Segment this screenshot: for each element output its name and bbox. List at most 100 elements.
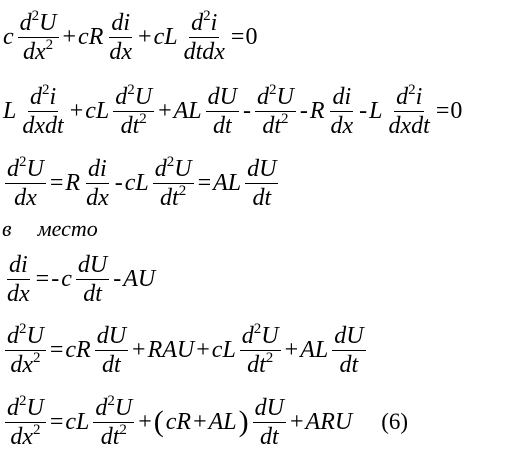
operator: - — [242, 97, 251, 124]
denominator: dx — [14, 184, 37, 211]
exponent: 2 — [19, 320, 27, 337]
denominator: dt — [120, 112, 140, 139]
operator: + — [138, 408, 152, 435]
operator: - — [114, 169, 123, 196]
exponent: 2 — [265, 349, 274, 366]
coefficient: cR — [65, 336, 91, 363]
fraction: di dx — [329, 83, 356, 140]
denominator: dx — [330, 112, 354, 139]
equals-sign: = — [49, 169, 64, 196]
denominator: dx — [23, 38, 46, 65]
numerator: di — [330, 83, 354, 112]
coefficient: AL — [208, 408, 237, 435]
numerator: U — [114, 394, 133, 421]
equation-3: d2U dx = R di dx - cL d2U dt2 = AL dU dt — [2, 150, 281, 216]
coefficient: cL — [65, 408, 90, 435]
right-paren: ) — [238, 405, 249, 438]
operator: + — [158, 97, 172, 124]
fraction: d2U dt2 — [152, 154, 194, 212]
fraction: d2U dx2 — [5, 392, 46, 451]
coefficient: AL — [173, 97, 202, 124]
numerator: d — [19, 9, 32, 36]
coefficient: cR — [165, 408, 192, 435]
numerator: dU — [94, 322, 129, 351]
fraction: dU dt — [94, 322, 129, 379]
operator: + — [132, 336, 146, 363]
denominator: dt — [160, 184, 179, 211]
fraction: dU dt — [332, 322, 366, 379]
coefficient: cL — [85, 97, 110, 124]
equals-sign: = — [35, 265, 50, 292]
operator: + — [69, 97, 84, 124]
denominator: dt — [262, 112, 281, 139]
coefficient: cL — [211, 336, 236, 363]
numerator: d — [7, 322, 19, 349]
operator: - — [299, 97, 308, 124]
denominator: dtdx — [183, 38, 225, 65]
numerator: U — [26, 155, 44, 182]
operator: + — [138, 23, 152, 50]
right-hand-side: 0 — [245, 23, 258, 50]
numerator: d — [154, 155, 167, 182]
denominator: dx — [10, 423, 33, 450]
equation-number: (6) — [381, 409, 409, 434]
fraction: d2U dx2 — [5, 320, 46, 379]
fraction: d2i dxdt — [20, 82, 65, 140]
denominator: dt — [212, 112, 232, 139]
exponent: 2 — [19, 392, 27, 409]
numerator: d — [256, 83, 269, 110]
right-hand-side: 0 — [450, 97, 463, 124]
fraction: di dx — [107, 9, 134, 66]
equals-sign: = — [49, 408, 64, 435]
exponent: 2 — [33, 349, 41, 366]
denominator: dx — [7, 280, 30, 307]
exponent: 2 — [127, 81, 135, 98]
exponent: 2 — [139, 110, 147, 127]
numerator: dU — [252, 394, 286, 423]
denominator: dt — [252, 184, 272, 211]
term: RAU — [147, 336, 195, 363]
exponent: 2 — [253, 320, 262, 337]
numerator: di — [86, 155, 109, 184]
fraction: d2U dx — [5, 154, 46, 212]
operator: + — [193, 408, 207, 435]
numerator: d — [191, 9, 204, 36]
numerator: i — [210, 9, 218, 36]
fraction: d2U dt2 — [93, 393, 135, 451]
exponent: 2 — [268, 81, 277, 98]
operator: - — [359, 97, 368, 124]
exponent: 2 — [119, 421, 127, 438]
numerator: dU — [332, 322, 366, 351]
exponent: 2 — [31, 7, 40, 24]
denominator: dxdt — [388, 112, 430, 139]
numerator: U — [276, 83, 294, 110]
coefficient: L — [369, 97, 383, 124]
fraction: dU dt — [252, 394, 286, 451]
fraction: dU dt — [205, 83, 239, 140]
fraction: d2U dt2 — [113, 81, 155, 140]
fraction: di dx — [5, 251, 32, 308]
numerator: U — [134, 83, 153, 110]
equation-4: di dx = - c dU dt - AU — [2, 247, 156, 311]
equation-2: L d2i dxdt + cL d2U dt2 + AL dU dt - d2U… — [2, 78, 462, 144]
numerator: d — [29, 83, 42, 110]
coefficient: cR — [78, 23, 104, 50]
numerator: d — [7, 394, 19, 421]
left-paren: ( — [153, 405, 164, 438]
numerator: U — [261, 322, 279, 349]
denominator: dt — [102, 351, 121, 378]
exponent: 2 — [33, 421, 41, 438]
numerator: dU — [75, 251, 110, 280]
text-line: в место — [2, 214, 98, 244]
operator: - — [51, 265, 60, 292]
denominator: dxdt — [22, 112, 64, 139]
numerator: dU — [205, 83, 239, 112]
fraction: d2i dxdt — [387, 82, 432, 140]
numerator: d — [241, 322, 254, 349]
operator: - — [113, 265, 122, 292]
exponent: 2 — [45, 36, 54, 53]
operator: + — [62, 23, 77, 50]
equals-sign: = — [197, 169, 212, 196]
denominator: dx — [10, 351, 33, 378]
